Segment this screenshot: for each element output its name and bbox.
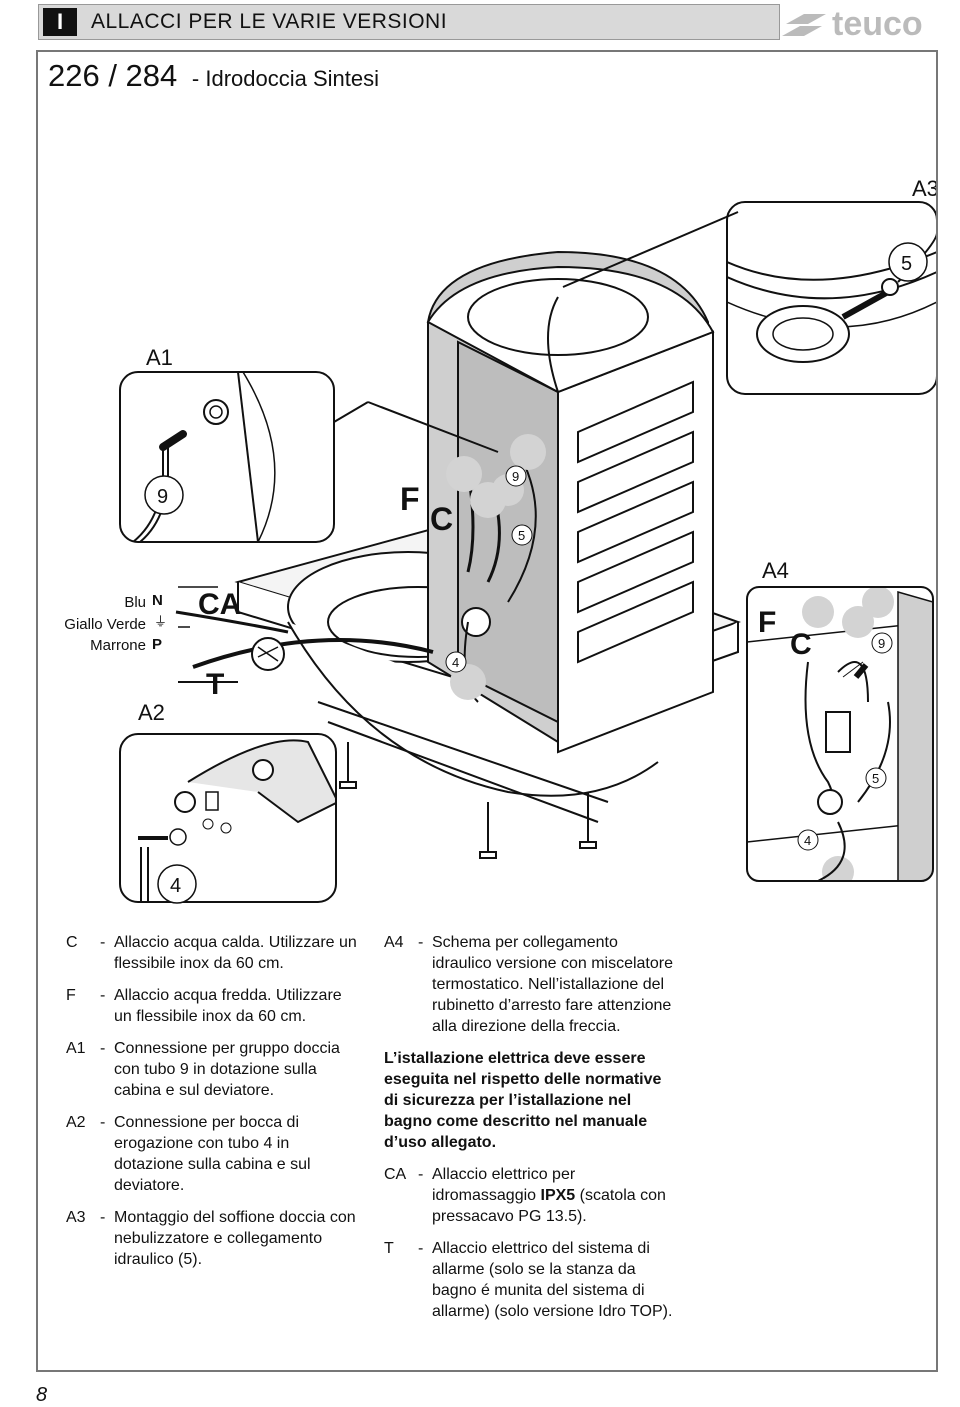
legend-item-a3: A3- Montaggio del soffione doccia con ne… xyxy=(66,1209,356,1268)
legend-left: C- Allaccio acqua calda. Utilizzare un f… xyxy=(66,932,358,1281)
language-badge: I xyxy=(43,8,77,36)
inset-a4-c: C xyxy=(790,628,812,661)
wire-marrone: Marrone xyxy=(90,637,146,654)
inset-a3-number: 5 xyxy=(901,253,912,275)
wire-p: P xyxy=(152,636,162,653)
label-t: T xyxy=(206,668,224,701)
legend-item-f: F- Allaccio acqua fredda. Utilizzare un … xyxy=(66,987,342,1025)
ground-icon: ⏚ xyxy=(154,614,167,629)
electrical-cables xyxy=(175,586,434,683)
label-ca: CA xyxy=(198,588,241,621)
inset-a4-label: A4 xyxy=(762,558,789,583)
inset-a2-number: 4 xyxy=(170,875,181,897)
label-5-main: 5 xyxy=(518,528,525,543)
content-frame: 226 / 284 - Idrodoccia Sintesi xyxy=(36,50,938,1372)
legend-item-a4: A4- Schema per collegamento idraulico ve… xyxy=(384,934,673,1035)
legend-right: A4- Schema per collegamento idraulico ve… xyxy=(384,932,679,1333)
inset-a3-label: A3 xyxy=(912,176,936,201)
inset-a3 xyxy=(727,202,936,394)
legend-item-a1: A1- Connessione per gruppo doccia con tu… xyxy=(66,1040,340,1099)
inset-a2-label: A2 xyxy=(138,700,165,725)
inset-a2 xyxy=(120,734,336,902)
model-number: 226 / 284 xyxy=(48,58,178,93)
connection-diagram: F C CA T 9 5 4 Blu Giallo Verde Marrone … xyxy=(64,176,936,904)
section-header: I ALLACCI PER LE VARIE VERSIONI xyxy=(38,4,780,40)
legend-item-t: T- Allaccio elettrico del sistema di all… xyxy=(384,1240,673,1320)
page-number: 8 xyxy=(36,1384,48,1406)
marker-blobs xyxy=(446,434,546,700)
model-name: - Idrodoccia Sintesi xyxy=(191,66,380,91)
model-title: 226 / 284 - Idrodoccia Sintesi xyxy=(48,58,379,94)
legend-item-ca: CA- Allaccio elettrico per idromassaggio… xyxy=(384,1166,666,1225)
label-f: F xyxy=(400,481,420,517)
electrical-warning: L’istallazione elettrica deve essere ese… xyxy=(384,1050,662,1151)
inset-a4-9: 9 xyxy=(878,636,885,651)
section-title: ALLACCI PER LE VARIE VERSIONI xyxy=(91,10,448,33)
label-4-main: 4 xyxy=(452,655,459,670)
wire-giallo-verde: Giallo Verde xyxy=(64,616,146,633)
wire-blu: Blu xyxy=(124,594,146,611)
inset-a4 xyxy=(747,587,933,881)
label-9-main: 9 xyxy=(512,469,519,484)
legend-item-c: C- Allaccio acqua calda. Utilizzare un f… xyxy=(66,934,357,972)
inset-a4-4: 4 xyxy=(804,833,811,848)
legend-item-a2: A2- Connessione per bocca di erogazione … xyxy=(66,1114,311,1194)
inset-a4-5: 5 xyxy=(872,771,879,786)
label-c: C xyxy=(430,501,453,537)
inset-a1-number: 9 xyxy=(157,486,168,508)
logo-wordmark: teuco xyxy=(832,5,923,42)
wire-n: N xyxy=(152,592,163,609)
inset-a1 xyxy=(120,372,334,542)
teuco-logo: teuco xyxy=(782,5,923,42)
inset-a1-label: A1 xyxy=(146,345,173,370)
inset-a4-f: F xyxy=(758,606,776,639)
